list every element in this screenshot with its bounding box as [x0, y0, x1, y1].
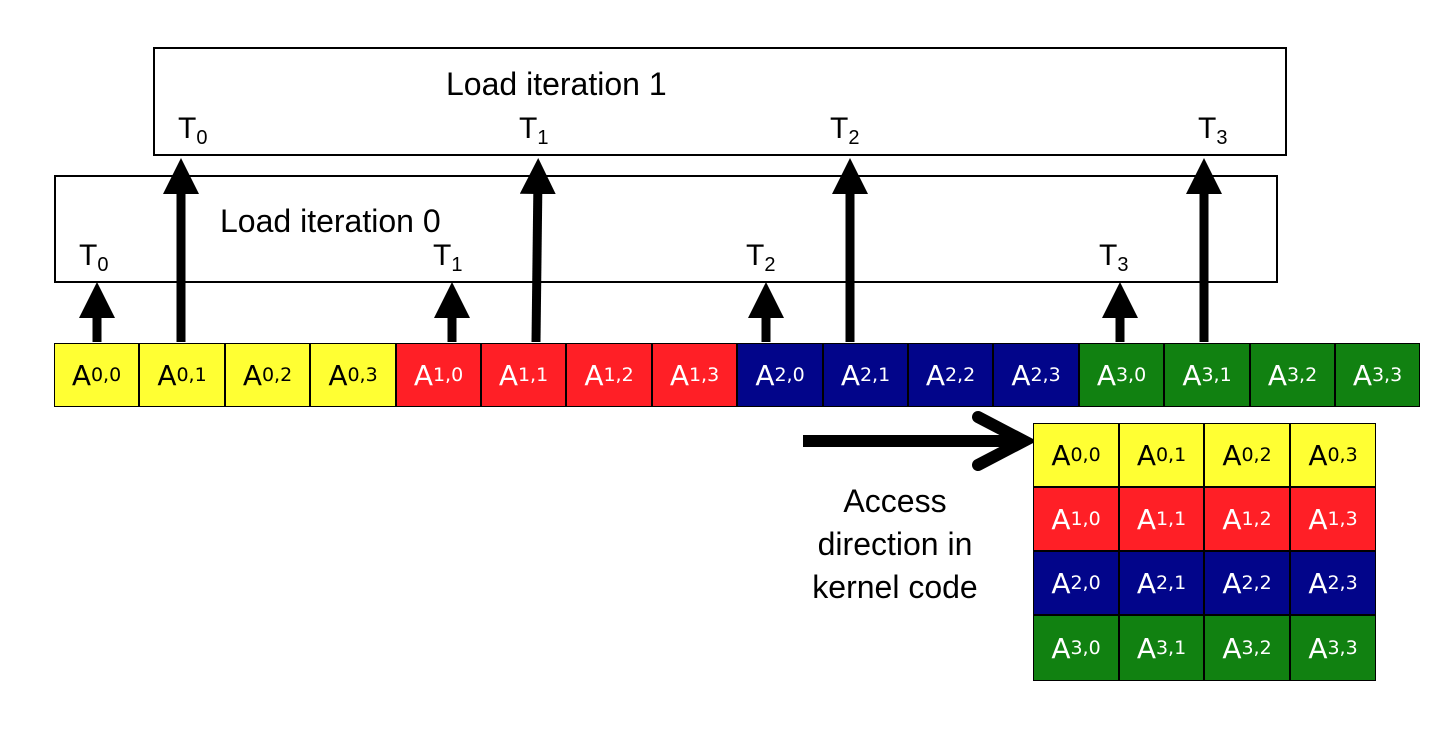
iter1-thread-label: T2 — [830, 112, 860, 149]
iter1-arrow — [519, 158, 556, 343]
iter0-thread-label: T0 — [79, 239, 109, 276]
iter1-thread-label: T1 — [519, 112, 549, 149]
load-iteration-1-box — [153, 47, 1287, 156]
iter1-arrows — [163, 158, 1222, 343]
iter0-arrows — [79, 282, 1138, 342]
iter0-thread-label: T1 — [433, 239, 463, 276]
load-iteration-0-title: Load iteration 0 — [220, 203, 441, 239]
access-direction-arrow — [803, 411, 1037, 471]
load-iteration-0-box — [54, 175, 1278, 283]
load-iteration-1-title: Load iteration 1 — [446, 66, 667, 102]
iter0-thread-label: T2 — [746, 239, 776, 276]
iter1-thread-label: T3 — [1198, 112, 1228, 149]
iter0-thread-label: T3 — [1099, 239, 1129, 276]
iter1-thread-label: T0 — [178, 112, 208, 149]
access-direction-label: Access direction in kernel code — [812, 483, 978, 605]
